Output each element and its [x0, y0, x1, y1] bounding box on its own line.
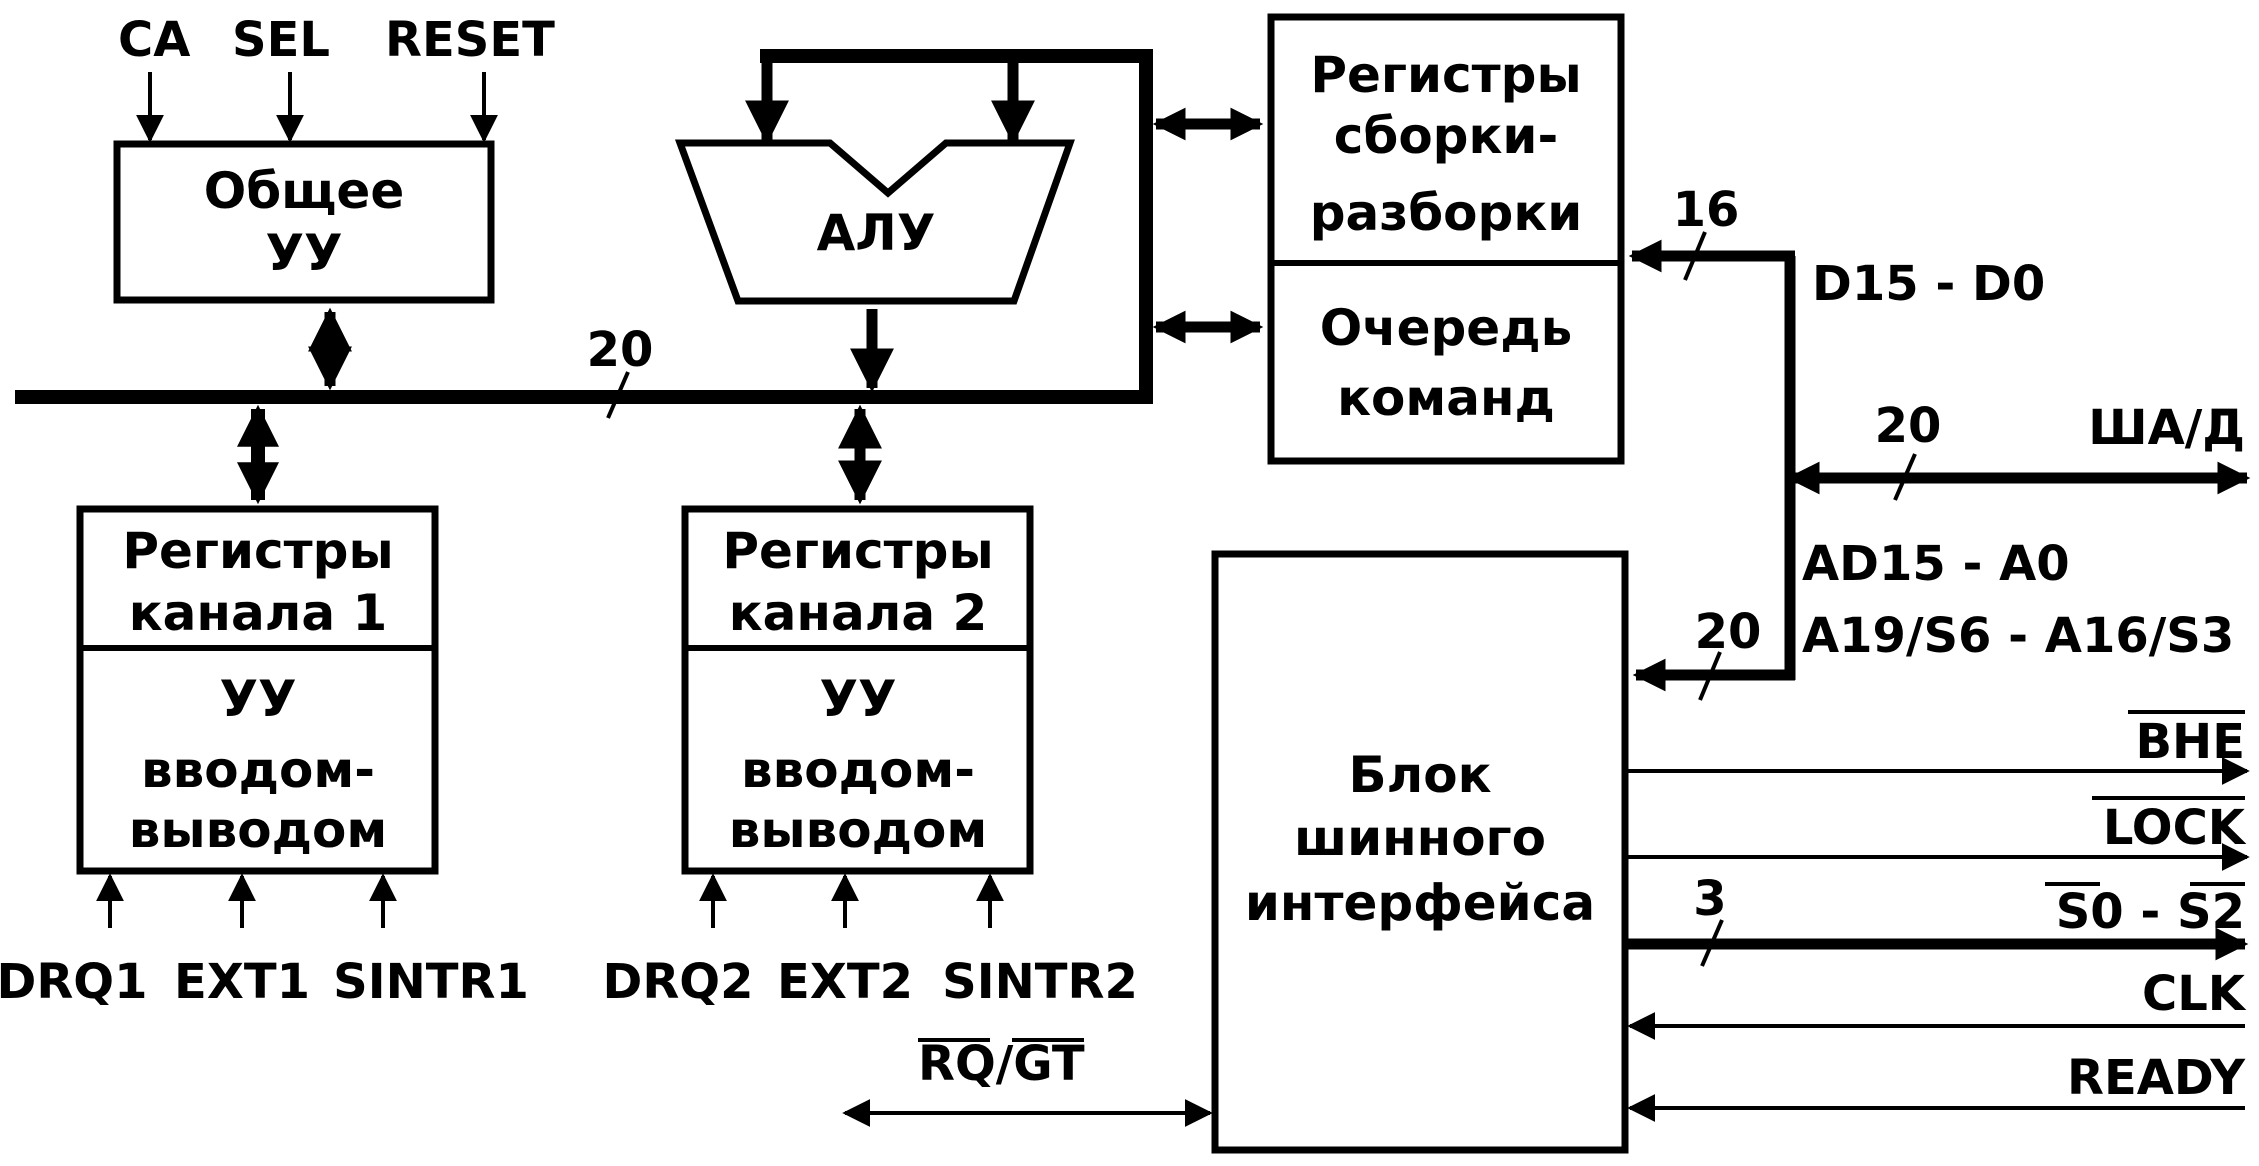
general-control-unit: Общее УУ: [113, 140, 495, 391]
data-bus-width: 16: [1673, 182, 1740, 238]
signal-reset: RESET: [385, 12, 555, 68]
biu-line2: шинного: [1294, 809, 1546, 867]
addr-bus-tick: [1698, 651, 1722, 701]
external-bus-routing: 16 D15 - D0 20 20 ША/Д AD15 - A0 A19/S6 …: [1628, 182, 2251, 701]
channel-2-ctrl-line1: УУ: [819, 670, 896, 728]
signal-sel: SEL: [232, 12, 330, 68]
channel-1-regs-line1: Регистры: [122, 522, 393, 580]
rq-label: RQ: [918, 1036, 996, 1092]
alu-label: АЛУ: [817, 204, 936, 262]
alu-shape: [674, 139, 1075, 305]
drq2-label: DRQ2: [602, 954, 753, 1010]
channel-1-ctrl-line1: УУ: [219, 670, 296, 728]
sintr2-label: SINTR2: [942, 954, 1138, 1010]
external-bus-label: ША/Д: [2088, 400, 2245, 456]
prefetch-box: [1267, 13, 1625, 465]
addr-bus-width: 20: [1695, 604, 1762, 660]
assembly-line1: Регистры: [1310, 46, 1581, 104]
external-bus-width: 20: [1875, 398, 1942, 454]
alu: АЛУ: [674, 139, 1075, 393]
general-control-line2: УУ: [265, 224, 342, 282]
channel-2: Регистры канала 2 УУ вводом- выводом DRQ…: [602, 404, 1138, 1010]
addr-label-line2: A19/S6 - A16/S3: [1802, 608, 2234, 664]
channel-1-regs-line2: канала 1: [129, 584, 388, 642]
biu-line3: интерфейса: [1245, 874, 1595, 932]
drq1-label: DRQ1: [0, 954, 148, 1010]
channel-2-ctrl-line2: вводом-: [741, 741, 975, 799]
general-control-box: [113, 140, 495, 304]
assembly-line2: сборки-: [1334, 107, 1558, 165]
data-bus-label: D15 - D0: [1812, 256, 2045, 312]
queue-line2: команд: [1337, 369, 1555, 427]
status-tick: [1700, 919, 1724, 967]
rq-gt: RQ/GT: [842, 1036, 1213, 1127]
channel-1-ctrl-line3: выводом: [129, 801, 387, 859]
status-width: 3: [1693, 871, 1726, 927]
internal-bus-tick: [606, 371, 630, 419]
internal-bus: 20: [15, 49, 1153, 419]
lock-label: LOCK: [2103, 800, 2247, 856]
channel-1-box: [76, 505, 439, 875]
data-bus-tick: [1683, 231, 1707, 281]
signal-ca: CA: [118, 12, 190, 68]
ext1-label: EXT1: [174, 954, 310, 1010]
channel-2-box: [681, 505, 1034, 875]
addr-label-line1: AD15 - A0: [1802, 536, 2070, 592]
rq-gt-separator: /: [996, 1036, 1014, 1092]
queue-line1: Очередь: [1320, 299, 1572, 357]
ready-label: READY: [2067, 1050, 2246, 1106]
status-label: S0 - S2: [2056, 884, 2245, 940]
general-control-line1: Общее: [204, 162, 405, 220]
gt-label: GT: [1013, 1036, 1085, 1092]
prefetch-unit: Регистры сборки- разборки Очередь команд: [1152, 13, 1625, 465]
ext2-label: EXT2: [777, 954, 913, 1010]
channel-1-ctrl-line2: вводом-: [141, 741, 375, 799]
rq-gt-label: RQ/GT: [918, 1036, 1085, 1092]
channel-1: Регистры канала 1 УУ вводом- выводом DRQ…: [0, 404, 529, 1010]
top-signals: CA SEL RESET: [118, 12, 555, 143]
biu-line1: Блок: [1348, 746, 1491, 804]
right-signals: BHE LOCK 3 S0 - S2 CLK READY: [1625, 710, 2250, 1122]
assembly-line3: разборки: [1310, 184, 1583, 242]
clk-label: CLK: [2142, 966, 2247, 1022]
channel-2-regs-line2: канала 2: [729, 584, 988, 642]
sintr1-label: SINTR1: [333, 954, 529, 1010]
internal-bus-width: 20: [587, 322, 654, 378]
channel-2-ctrl-line3: выводом: [729, 801, 987, 859]
bus-interface-unit: Блок шинного интерфейса: [1211, 550, 1629, 1154]
channel-2-regs-line1: Регистры: [722, 522, 993, 580]
bhe-label: BHE: [2135, 714, 2245, 770]
external-bus-tick: [1893, 453, 1917, 501]
biu-box: [1211, 550, 1629, 1154]
